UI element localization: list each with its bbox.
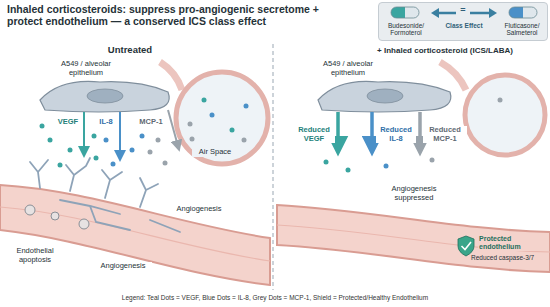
alveolar-wall [440, 62, 466, 90]
drug-name: Budesonide/ Formoterol [381, 22, 431, 37]
secretion-arrow [168, 110, 178, 146]
vessel-lumen [277, 225, 550, 252]
text-holder: VEGF [54, 118, 82, 127]
text-holder: A549 / alveolar epithelium [306, 60, 390, 77]
process-label: Angiogenesis [94, 262, 152, 271]
cytokine-label: Reduced IL-8 [376, 126, 416, 143]
text-holder: Class Effect [439, 22, 489, 29]
secreted-dots [324, 98, 503, 173]
text-holder: Reduced caspase-3/7 [470, 254, 548, 261]
text-holder: IL-8 [95, 118, 117, 127]
alveolar-wall [160, 62, 182, 90]
text-holder: Air Space [192, 148, 238, 157]
process-label: Angiogenesis suppressed [378, 185, 450, 202]
cell-label: A549 / alveolar epithelium [44, 60, 128, 77]
cell-nucleus [87, 89, 123, 103]
text-holder: Endothelial apoptosis [6, 247, 64, 264]
text-holder: Reduced MCP-1 [423, 126, 467, 143]
text-holder: Angiogenesis suppressed [378, 185, 450, 202]
text-holder: Fluticasone/ Salmeterol [497, 22, 547, 37]
text-holder: Legend: Teal Dots = VEGF, Blue Dots = IL… [0, 294, 550, 301]
text-holder: Budesonide/ Formoterol [381, 22, 431, 37]
cytokine-label: IL-8 [95, 118, 117, 127]
secretion-arrow [83, 112, 85, 152]
text-holder: Untreated [80, 45, 180, 56]
reduced-arrow [336, 112, 340, 146]
class-effect-label: Class Effect [439, 22, 489, 29]
drug-name: Fluticasone/ Salmeterol [497, 22, 547, 37]
alveolus [176, 72, 268, 164]
cytokine-label: VEGF [54, 118, 82, 127]
cytokine-label: Reduced VEGF [293, 126, 335, 143]
reduced-arrow [370, 112, 374, 146]
panel-divider [273, 44, 274, 290]
cytokine-label: Reduced MCP-1 [423, 126, 467, 143]
reduced-arrow [418, 112, 422, 146]
text-holder: + Inhaled corticosteroid (ICS/LABA) [346, 46, 544, 55]
text-holder: = [456, 5, 470, 15]
blood-vessel [277, 205, 550, 272]
protection-label: Reduced caspase-3/7 [470, 254, 548, 261]
text-holder: Inhaled corticosteroids: suppress pro-an… [6, 3, 358, 27]
secreted-dots [40, 98, 249, 168]
text-holder: Reduced IL-8 [376, 126, 416, 143]
apoptotic-cells [25, 205, 89, 229]
text-holder: Reduced VEGF [293, 126, 335, 143]
secretion-arrow [119, 112, 121, 156]
cell-nucleus [367, 89, 403, 103]
cytokine-label: MCP-1 [136, 118, 166, 127]
angiogenic-sprouts [30, 158, 180, 232]
panel-heading: + Inhaled corticosteroid (ICS/LABA) [346, 46, 544, 55]
protection-label: Protected endothelium [478, 235, 544, 251]
cell-label: A549 / alveolar epithelium [306, 60, 390, 77]
text-holder: Angiogenesis [170, 205, 228, 214]
process-label: Angiogenesis [170, 205, 228, 214]
blood-vessel [0, 185, 270, 285]
panel-heading: Untreated [80, 45, 180, 56]
alveolus [465, 75, 545, 155]
shield-icon [458, 236, 474, 256]
text-holder: Protected endothelium [478, 235, 544, 251]
legend-text: Legend: Teal Dots = VEGF, Blue Dots = IL… [0, 294, 550, 301]
process-label: Endothelial apoptosis [6, 247, 64, 264]
diagram-title: Inhaled corticosteroids: suppress pro-an… [6, 3, 358, 27]
epithelial-cell [40, 81, 169, 112]
text-holder: A549 / alveolar epithelium [44, 60, 128, 77]
equals-sign: = [456, 5, 470, 15]
text-holder: Angiogenesis [94, 262, 152, 271]
text-holder: MCP-1 [136, 118, 166, 127]
epithelial-cell [318, 81, 451, 112]
air-space-label: Air Space [192, 148, 238, 157]
